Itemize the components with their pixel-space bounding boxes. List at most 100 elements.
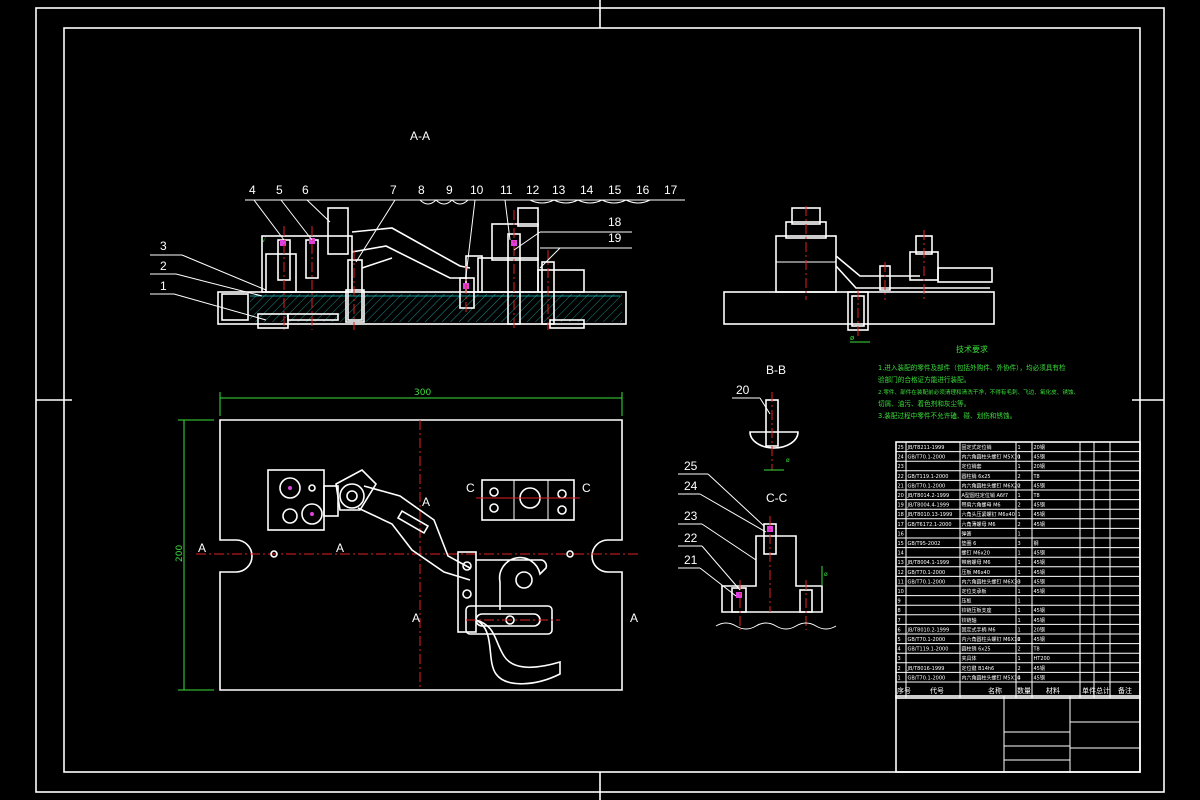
bom-cell: JB/T8010.13-1999 bbox=[907, 512, 953, 518]
bom-cell: 1 bbox=[1018, 560, 1021, 566]
bom-cell: 1 bbox=[1018, 512, 1021, 518]
bom-cell: 6 bbox=[898, 627, 901, 633]
leader-17: 17 bbox=[664, 183, 678, 197]
bom-cell: 固定式定位销 bbox=[962, 444, 992, 451]
bom-cell: 圆柱销 6x25 bbox=[962, 646, 991, 653]
bom-cell: 螺钉 M6x20 bbox=[962, 550, 990, 557]
tech-req-line-2: 验部门的合格证方能进行装配。 bbox=[878, 375, 970, 384]
bom-cell: 压板 M6x40 bbox=[962, 569, 990, 576]
bom-header-cell: 代号 bbox=[930, 686, 944, 695]
bom-cell: 压板 bbox=[962, 598, 972, 605]
leader-21: 21 bbox=[684, 553, 698, 567]
cut-mark-c-left: C bbox=[466, 481, 475, 495]
bom-cell: 2 bbox=[1018, 474, 1021, 480]
bom-cell: JB/T8211-1999 bbox=[907, 445, 945, 451]
section-aa-title: A-A bbox=[410, 129, 430, 143]
tech-requirements: 技术要求 1.进入装配的零件及部件（包括外购件、外协件），均必须具有检 验部门的… bbox=[878, 344, 1079, 420]
cut-mark-a-mid: A bbox=[336, 541, 344, 555]
leader-2: 2 bbox=[160, 259, 167, 273]
title-block bbox=[895, 695, 1141, 773]
bom-cell: 17 bbox=[898, 522, 904, 528]
bom-cell: 45钢 bbox=[1034, 665, 1045, 672]
leader-6: 6 bbox=[302, 183, 309, 197]
bom-cell: 20 bbox=[898, 493, 904, 499]
leader-20: 20 bbox=[736, 383, 750, 397]
side-view: ø bbox=[723, 206, 995, 343]
bom-cell: 1 bbox=[1018, 599, 1021, 605]
leader-15: 15 bbox=[608, 183, 622, 197]
bom-cell: 13 bbox=[898, 560, 904, 566]
bom-cell: 45钢 bbox=[1034, 559, 1045, 566]
bom-cell: 圆柱销 6x25 bbox=[962, 473, 991, 480]
leader-22: 22 bbox=[684, 531, 698, 545]
bom-cell: 8 bbox=[898, 608, 901, 614]
bom-cell: 垫圈 6 bbox=[962, 540, 977, 547]
leader-14: 14 bbox=[580, 183, 594, 197]
bom-cell: 45钢 bbox=[1034, 617, 1045, 624]
bom-cell: 45钢 bbox=[1034, 607, 1045, 614]
bom-cell: 1 bbox=[1018, 551, 1021, 557]
bom-cell: 1 bbox=[1018, 464, 1021, 470]
section-cc-view: C-C 25 24 23 22 21 ø bbox=[678, 459, 837, 630]
bom-cell: 10 bbox=[898, 589, 904, 595]
bom-cell: 45钢 bbox=[1034, 511, 1045, 518]
bom-cell: 1 bbox=[1018, 455, 1021, 461]
side-view-dim: ø bbox=[850, 334, 855, 342]
sheet-border bbox=[35, 0, 1165, 800]
bom-cell: 23 bbox=[898, 464, 904, 470]
bom-cell: 1 bbox=[1018, 493, 1021, 499]
bom-cell: 20钢 bbox=[1034, 463, 1045, 470]
bom-cell: GB/T95-2002 bbox=[908, 541, 941, 547]
cut-mark-a-left: A bbox=[198, 541, 206, 555]
bom-cell: 3 bbox=[898, 656, 901, 662]
section-bb-view: B-B 20 ø bbox=[732, 363, 799, 471]
bom-cell: JB/T8014.2-1999 bbox=[907, 493, 950, 499]
bom-cell: 铰链轴 bbox=[962, 617, 977, 624]
bom-cell: 2 bbox=[898, 666, 901, 672]
bom-cell: 钢 bbox=[1034, 540, 1039, 547]
leader-24: 24 bbox=[684, 479, 698, 493]
leader-16: 16 bbox=[636, 183, 650, 197]
bb-dim: ø bbox=[786, 457, 790, 464]
plan-view: 300 200 C C bbox=[175, 388, 640, 691]
bom-cell: 内六角圆柱头螺钉 M6X16 bbox=[962, 636, 1021, 643]
tech-req-line-1: 1.进入装配的零件及部件（包括外购件、外协件），均必须具有检 bbox=[878, 363, 1066, 372]
bom-cell: 45钢 bbox=[1034, 454, 1045, 461]
bom-cell: 45钢 bbox=[1034, 636, 1045, 643]
bom-cell: GB/T70.1-2000 bbox=[908, 570, 946, 576]
bom-cell: 六角头压紧螺钉 M6x40 bbox=[962, 511, 1015, 518]
bom-cell: GB/T70.1-2000 bbox=[908, 675, 946, 681]
bom-cell: 1 bbox=[1018, 589, 1021, 595]
leader-10: 10 bbox=[470, 183, 484, 197]
bom-cell: 1 bbox=[1018, 627, 1021, 633]
bom-cell: GB/T70.1-2000 bbox=[908, 637, 946, 643]
leader-23: 23 bbox=[684, 509, 698, 523]
bom-cell: 18 bbox=[898, 512, 904, 518]
bom-cell: 弹簧 bbox=[962, 530, 972, 537]
cut-mark-a-right: A bbox=[630, 611, 638, 625]
leader-12: 12 bbox=[526, 183, 540, 197]
bom-cell: 定位键 B14h6 bbox=[962, 665, 995, 672]
bom-cell: 内六角圆柱头螺钉 M5X10 bbox=[962, 454, 1021, 461]
tech-req-line-5: 3.装配过程中零件不允许磕、碰、划伤和锈蚀。 bbox=[878, 411, 1016, 420]
leader-13: 13 bbox=[552, 183, 566, 197]
bom-cell: 定位销套 bbox=[962, 463, 982, 470]
bom-cell: 4 bbox=[1018, 675, 1021, 681]
bom-cell: T8 bbox=[1033, 493, 1040, 499]
part-leaders-left: 3 2 1 bbox=[150, 239, 267, 321]
bom-cell: JB/T8016-1999 bbox=[907, 666, 945, 672]
bom-cell: 14 bbox=[898, 551, 904, 557]
bom-cell: 5 bbox=[898, 637, 901, 643]
bom-cell: GB/T70.1-2000 bbox=[908, 579, 946, 585]
bom-cell: 1 bbox=[898, 675, 901, 681]
cut-mark-c-right: C bbox=[582, 481, 591, 495]
bom-cell: 9 bbox=[898, 599, 901, 605]
bom-header-cell: 单件 bbox=[1082, 686, 1096, 695]
bom-cell: A型圆柱定位销 A6f7 bbox=[962, 492, 1009, 499]
bom-cell: 25 bbox=[898, 445, 904, 451]
bom-cell: T8 bbox=[1033, 474, 1040, 480]
tech-req-line-3: 2.零件、部件在装配前必须清理和清洗干净，不得有毛刺、飞边、氧化皮、锈蚀、 bbox=[878, 388, 1079, 396]
bom-cell: JB/T8010.2-1999 bbox=[907, 627, 950, 633]
bom-cell: 2 bbox=[1018, 647, 1021, 653]
leader-1: 1 bbox=[160, 279, 167, 293]
